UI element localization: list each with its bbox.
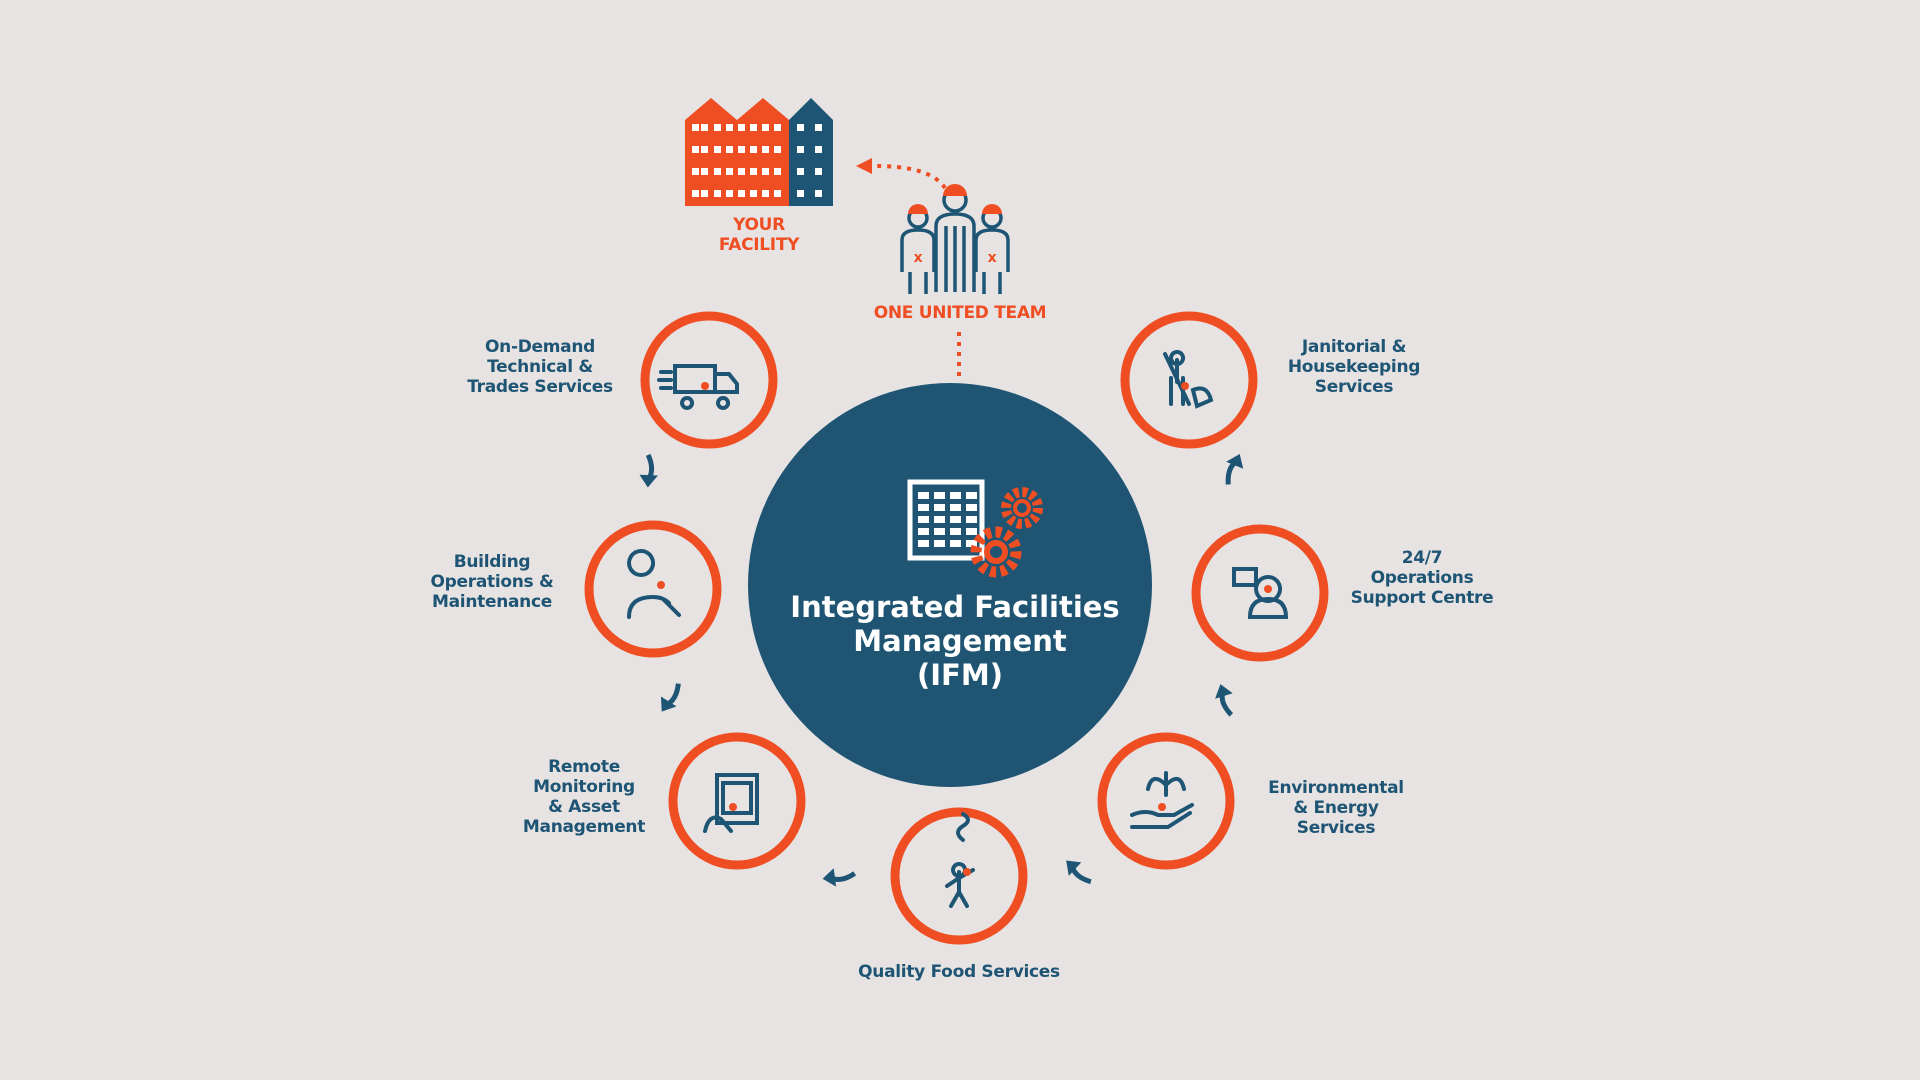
service-label-line: Housekeeping [1288, 357, 1420, 377]
flow-arrow-icon [639, 453, 658, 488]
service-label-line: Services [1315, 377, 1394, 397]
service-label-line: Maintenance [432, 592, 552, 612]
service-ring [1191, 524, 1329, 662]
facility-label-line-1: YOUR [732, 215, 785, 235]
service-ring [640, 311, 778, 449]
service-ring [668, 732, 806, 870]
facility-label-line-2: FACILITY [719, 235, 800, 255]
service-label-line: Trades Services [467, 377, 613, 397]
service-node-4: Quality Food Services [858, 807, 1060, 982]
service-ring [1097, 732, 1235, 870]
flow-arrow-icon [1215, 684, 1234, 717]
flow-arrow-icon [1066, 860, 1092, 885]
delivery-truck-icon [657, 364, 739, 410]
svg-text:x: x [988, 250, 997, 266]
team-workers-icon: x x [900, 184, 1010, 294]
service-label-line: Management [523, 817, 645, 837]
flow-arrow-icon [1225, 453, 1244, 485]
service-label-line: Operations & [430, 572, 553, 592]
service-label-line: & Energy [1293, 798, 1378, 818]
food-server-icon [945, 812, 975, 908]
service-ring [1120, 311, 1258, 449]
center-title-line-1: Integrated Facilities [790, 590, 1119, 624]
service-label-line: & Asset [548, 797, 620, 817]
ifm-center-circle [748, 383, 1152, 787]
service-ring [890, 807, 1028, 945]
team-label: ONE UNITED TEAM [874, 303, 1047, 323]
tablet-touch-icon [703, 773, 759, 833]
flow-arrow-icon [660, 683, 681, 712]
service-label-line: Services [1297, 818, 1376, 838]
service-label-line: Monitoring [533, 777, 635, 797]
center-title-line-2: Management [853, 624, 1067, 658]
service-label-line: Technical & [487, 357, 593, 377]
svg-text:x: x [914, 250, 923, 266]
cleaner-icon [1163, 350, 1214, 409]
facility-building-icon [685, 98, 833, 206]
service-label-line: Support Centre [1351, 588, 1494, 608]
service-label-line: Quality Food Services [858, 962, 1060, 982]
service-label-line: 24/7 [1402, 548, 1443, 568]
service-label-line: Operations [1371, 568, 1474, 588]
arrow-head-icon [856, 158, 872, 174]
building-gears-icon [907, 479, 1043, 578]
technician-wrench-icon [627, 549, 681, 619]
service-label-line: Remote [548, 757, 620, 777]
service-label-line: Janitorial & [1301, 337, 1407, 357]
service-label-line: Environmental [1268, 778, 1404, 798]
service-ring [584, 520, 722, 658]
hand-plant-icon [1130, 771, 1194, 829]
service-label-line: Building [454, 552, 531, 572]
support-agent-icon [1232, 567, 1289, 619]
service-label-line: On-Demand [485, 337, 595, 357]
center-title-line-3: (IFM) [917, 658, 1003, 692]
dotted-arrow [869, 163, 947, 190]
flow-arrow-icon [822, 868, 857, 887]
